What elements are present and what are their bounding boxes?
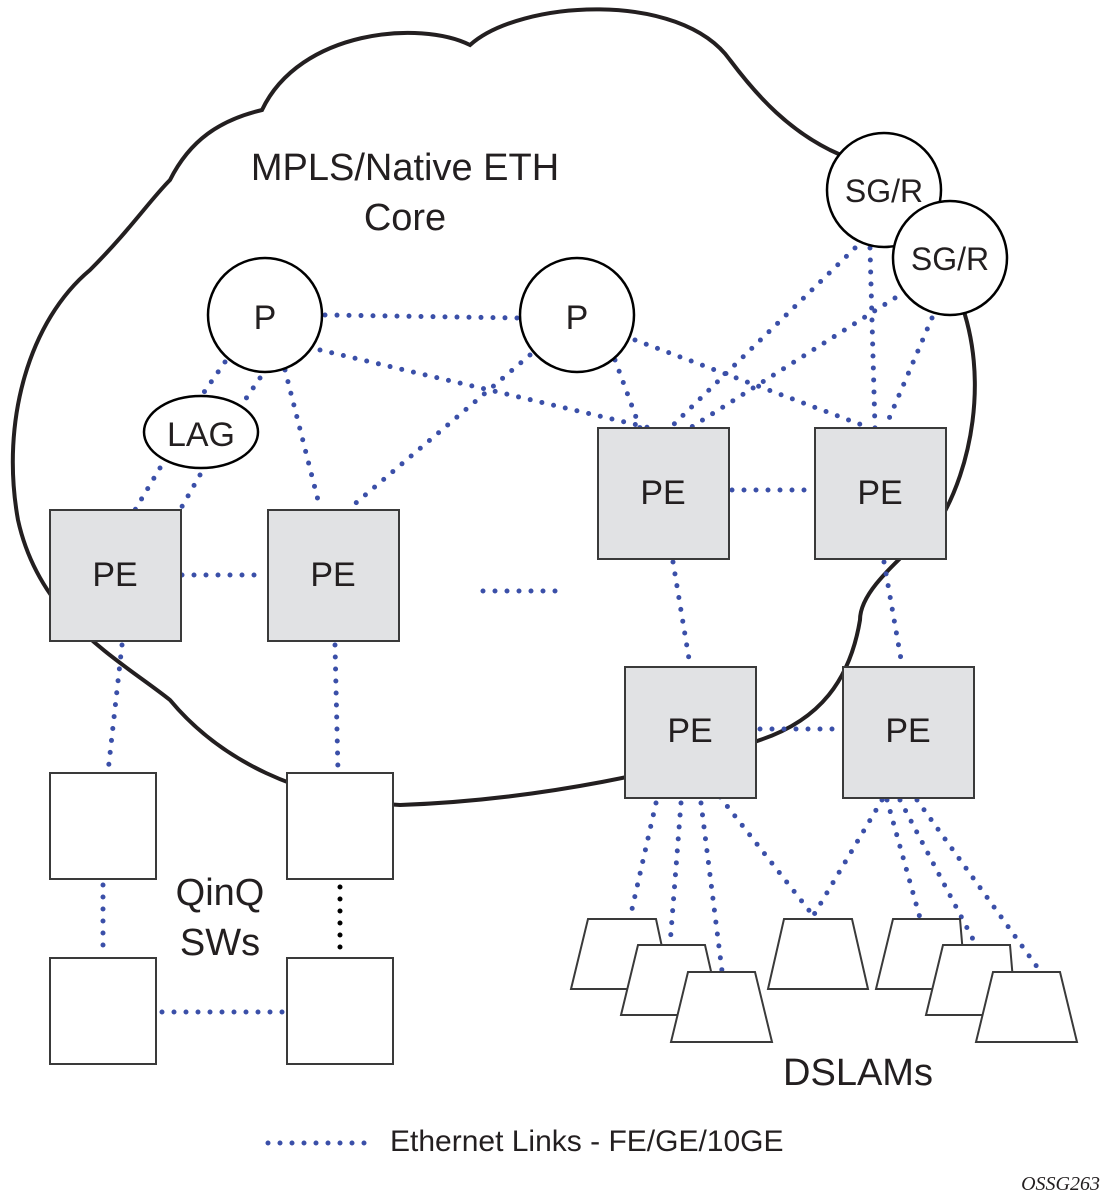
- link-pe-right2-pe-bottom2: [881, 559, 905, 668]
- pe-right-2[interactable]: PE: [814, 427, 947, 560]
- pe-bottom-1[interactable]: PE: [624, 666, 757, 799]
- qinq-label-line2: SWs: [180, 922, 260, 964]
- pe-left-2[interactable]: PE: [267, 509, 400, 642]
- core-cloud: [10, 7, 977, 808]
- qinq-label-line1: QinQ: [176, 872, 265, 914]
- link-p2-pe-right1: [612, 357, 643, 431]
- sgr-node-2[interactable]: SG/R: [891, 199, 1009, 317]
- pe-right-2-label: PE: [857, 474, 902, 512]
- figure-id: OSSG263: [1021, 1173, 1100, 1195]
- pe-bottom-2[interactable]: PE: [842, 666, 975, 799]
- link-pe-left1-sw1: [105, 642, 125, 775]
- dslam-4[interactable]: [766, 918, 870, 990]
- dslam-7[interactable]: [974, 971, 1079, 1043]
- link-p1-lag-b: [242, 375, 263, 403]
- qinq-switch-3[interactable]: [49, 957, 157, 1065]
- legend: Ethernet Links - FE/GE/10GE: [265, 1125, 784, 1158]
- link-p2-pe-left2: [347, 352, 533, 511]
- link-p1-p2: [322, 312, 521, 321]
- link-p1-lag-a: [197, 359, 228, 401]
- qinq-switch-1[interactable]: [49, 772, 157, 880]
- p-node-1-label: P: [254, 299, 277, 337]
- sgr-node-2-label: SG/R: [911, 241, 989, 277]
- link-pe-left2-sw2: [332, 642, 341, 775]
- link-pe-bottom2-dslam6: [897, 797, 979, 948]
- lag-node[interactable]: LAG: [142, 394, 260, 470]
- qinq-switch-4[interactable]: [286, 957, 394, 1065]
- link-sgr1-pe-right1: [667, 245, 858, 431]
- pe-right-1-label: PE: [640, 474, 685, 512]
- link-pe-bottom1-dslam3: [698, 800, 725, 974]
- p-node-2-label: P: [566, 299, 589, 337]
- link-lag-pe-left1-b: [177, 472, 203, 513]
- p-node-2[interactable]: P: [518, 256, 636, 374]
- dslams-label: DSLAMs: [783, 1052, 933, 1094]
- link-p2-pe-right2: [632, 337, 873, 431]
- pe-left-1-label: PE: [92, 556, 137, 594]
- link-pe-bottom1-dslam1: [627, 800, 659, 921]
- core-label-line2: Core: [364, 197, 446, 239]
- pe-bottom-1-label: PE: [667, 712, 712, 750]
- link-pe-right1-pe-bottom1: [670, 559, 693, 668]
- lag-label: LAG: [167, 416, 235, 454]
- link-sgr1-pe-right2: [867, 245, 878, 431]
- link-pe-bottom1-dslam2: [667, 800, 684, 948]
- link-sgr2-pe-right1: [687, 295, 898, 431]
- link-lag-pe-left1-a: [132, 465, 163, 513]
- link-pe-bottom2-dslam7: [914, 797, 1043, 974]
- pe-left-1[interactable]: PE: [49, 509, 182, 642]
- qinq-switch-2[interactable]: [286, 772, 394, 880]
- link-p1-pe-left2: [282, 367, 323, 511]
- link-sgr2-pe-right2: [882, 315, 935, 431]
- p-node-1[interactable]: P: [206, 256, 324, 374]
- dslam-3[interactable]: [669, 971, 774, 1043]
- link-pe-bottom1-dslam4: [717, 794, 818, 921]
- pe-left-2-label: PE: [310, 556, 355, 594]
- dslams: [569, 918, 1079, 1043]
- link-pe-bottom2-dslam5: [884, 797, 923, 921]
- core-label-line1: MPLS/Native ETH: [251, 147, 559, 189]
- legend-label: Ethernet Links - FE/GE/10GE: [390, 1125, 784, 1158]
- pe-right-1[interactable]: PE: [597, 427, 730, 560]
- pe-bottom-2-label: PE: [885, 712, 930, 750]
- ethernet-links: [100, 245, 1043, 1015]
- sgr-node-1-label: SG/R: [845, 173, 923, 209]
- link-p1-pe-right1: [317, 347, 653, 431]
- link-pe-bottom2-dslam4: [809, 797, 885, 921]
